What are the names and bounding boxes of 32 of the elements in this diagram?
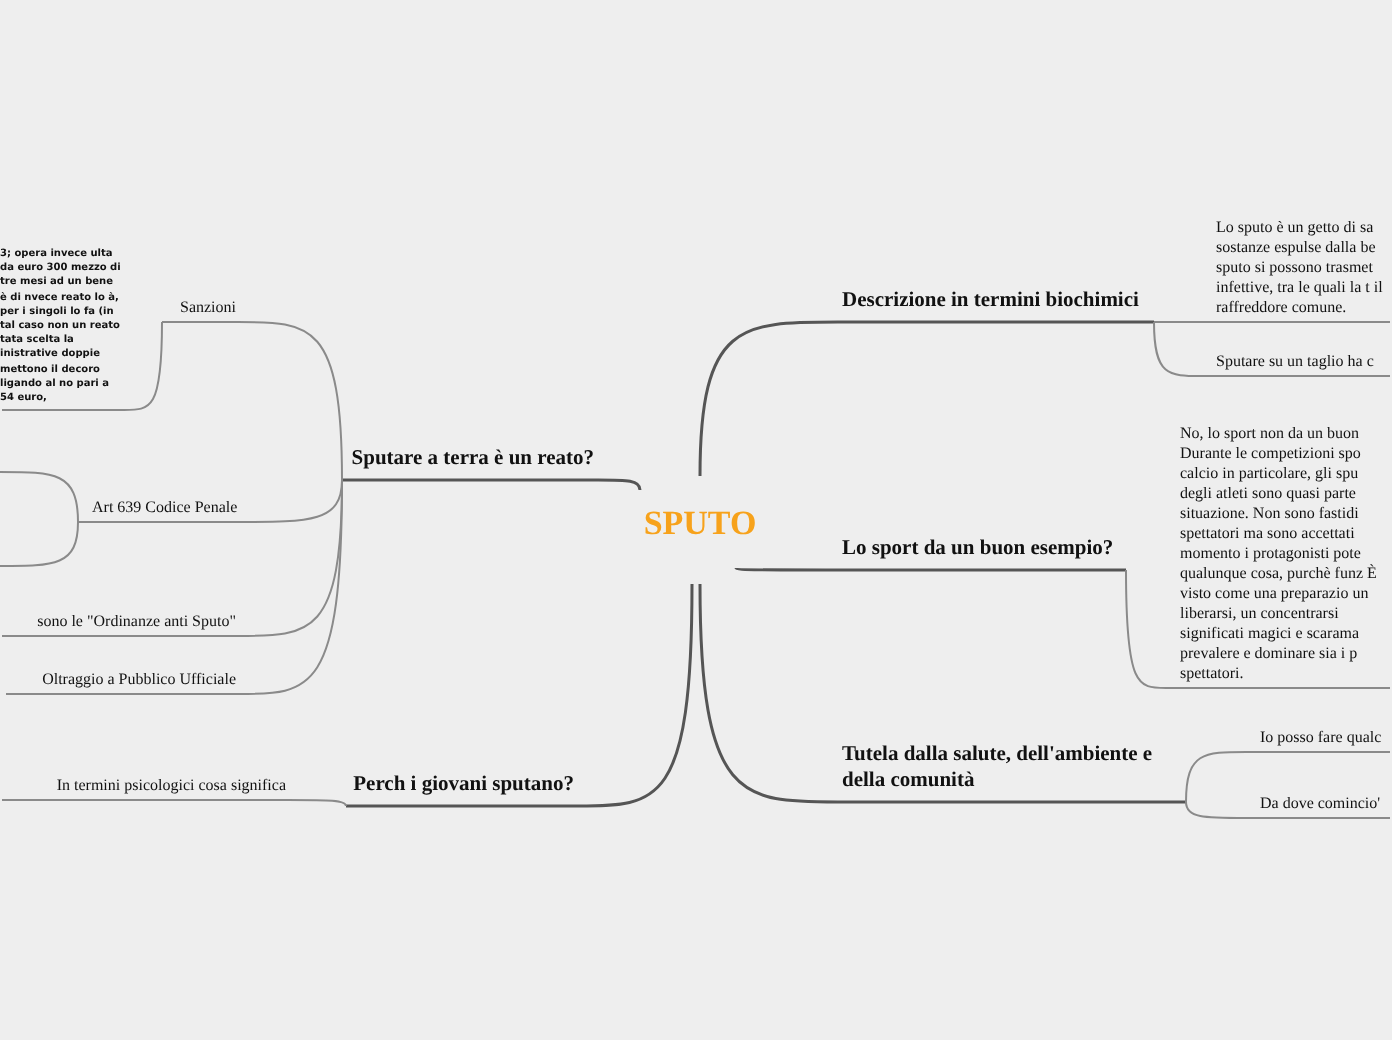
subtopic-label: Sanzioni [178,298,236,318]
note-paragraph: No, lo sport non da un buon Durante le competizioni spo calcio in particolare, gli spu degli atleti sono quasi parte situazione. Non sono fastidi spettatori ma sono accettati momento i protagonisti pote qualunque cosa, purchè funz È visto come una preparazio un liberarsi, un concentrarsi significati magici e scarama prevalere e dominare sia i p spettatori. [1180,424,1379,684]
branch-title: Sputare a terra è un reato? [349,446,594,472]
connector-line [698,320,1154,477]
connector-line [735,566,1126,572]
connector-line [342,478,642,491]
branch-title: Tutela dalla salute, dell'ambiente e della comunità [842,742,1155,794]
branch-title: Descrizione in termini biochimici [842,288,1141,314]
connector-line [1153,321,1391,377]
connector-line [0,521,79,567]
connector-line [5,479,343,695]
connector-line [698,583,1186,804]
subtopic-label: Oltraggio a Pubblico Ufficiale [40,670,236,690]
connector-line [0,471,79,523]
connector-line [161,321,343,481]
connector-line [1185,801,1391,819]
branch-title: Lo sport da un buon esempio? [842,536,1116,562]
note-paragraph: Lo sputo è un getto di sa sostanze espulse dalla be sputo si possono trasmet infettive, tra le quali la t il raffreddore comune. [1216,218,1385,318]
connector-line [1125,569,1391,689]
connector-line [1,321,163,411]
central-topic-title: SPUTO [641,502,759,546]
subtopic-label: Io posso fare qualc [1260,728,1384,748]
subtopic-label: sono le "Ordinanze anti Sputo" [35,612,236,632]
connector-line [1185,751,1391,803]
subtopic-label: In termini psicologici cosa significa [54,776,286,796]
connector-line [1,799,347,807]
connector-line [346,583,694,808]
subtopic-label: Da dove comincio' [1260,794,1383,814]
connector-line [1153,321,1391,323]
subtopic-label: Art 639 Codice Penale [92,498,236,518]
branch-title: Perch i giovani sputano? [351,772,574,798]
subtopic-label: Sputare su un taglio ha c [1216,352,1376,372]
